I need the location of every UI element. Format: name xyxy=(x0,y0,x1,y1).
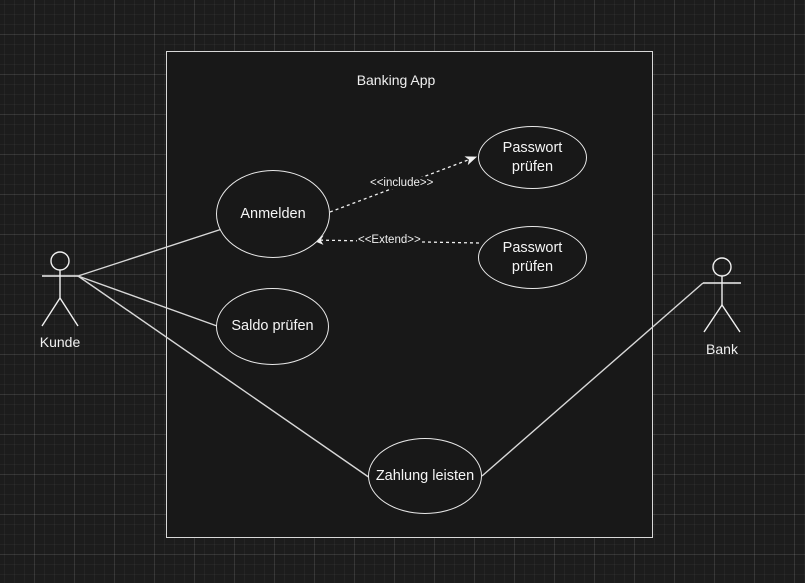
extend-edge[interactable] xyxy=(311,235,480,245)
actor-bank-figure[interactable] xyxy=(703,257,741,333)
system-title: Banking App xyxy=(356,72,436,88)
usecase-zahlung-leisten[interactable]: Zahlung leisten xyxy=(368,438,482,514)
usecase-saldo-pruefen-label: Saldo prüfen xyxy=(231,318,314,334)
usecase-anmelden-label: Anmelden xyxy=(240,205,306,222)
usecase-anmelden[interactable]: Anmelden xyxy=(216,170,330,258)
assoc-bank-zahlung[interactable] xyxy=(481,282,704,477)
usecase-passwort-pruefen-extend[interactable]: Passwort prüfen xyxy=(478,226,587,289)
actor-kunde-label: Kunde xyxy=(39,334,81,350)
assoc-kunde-anmelden[interactable] xyxy=(77,228,223,277)
usecase-passwort-pruefen-include[interactable]: Passwort prüfen xyxy=(478,126,587,189)
usecase-zahlung-leisten-label: Zahlung leisten xyxy=(375,467,475,484)
assoc-kunde-zahlung[interactable] xyxy=(77,275,371,479)
extend-label: <<Extend>> xyxy=(357,234,422,246)
usecase-saldo-pruefen[interactable]: Saldo prüfen xyxy=(216,288,329,365)
usecase-passwort-pruefen-extend-label: Passwort prüfen xyxy=(502,239,563,275)
actor-bank-label: Bank xyxy=(706,341,738,357)
actor-kunde-figure[interactable] xyxy=(41,251,79,327)
assoc-kunde-saldo[interactable] xyxy=(77,275,218,327)
include-label: <<include>> xyxy=(369,177,435,189)
usecase-passwort-pruefen-include-label: Passwort prüfen xyxy=(502,139,563,175)
